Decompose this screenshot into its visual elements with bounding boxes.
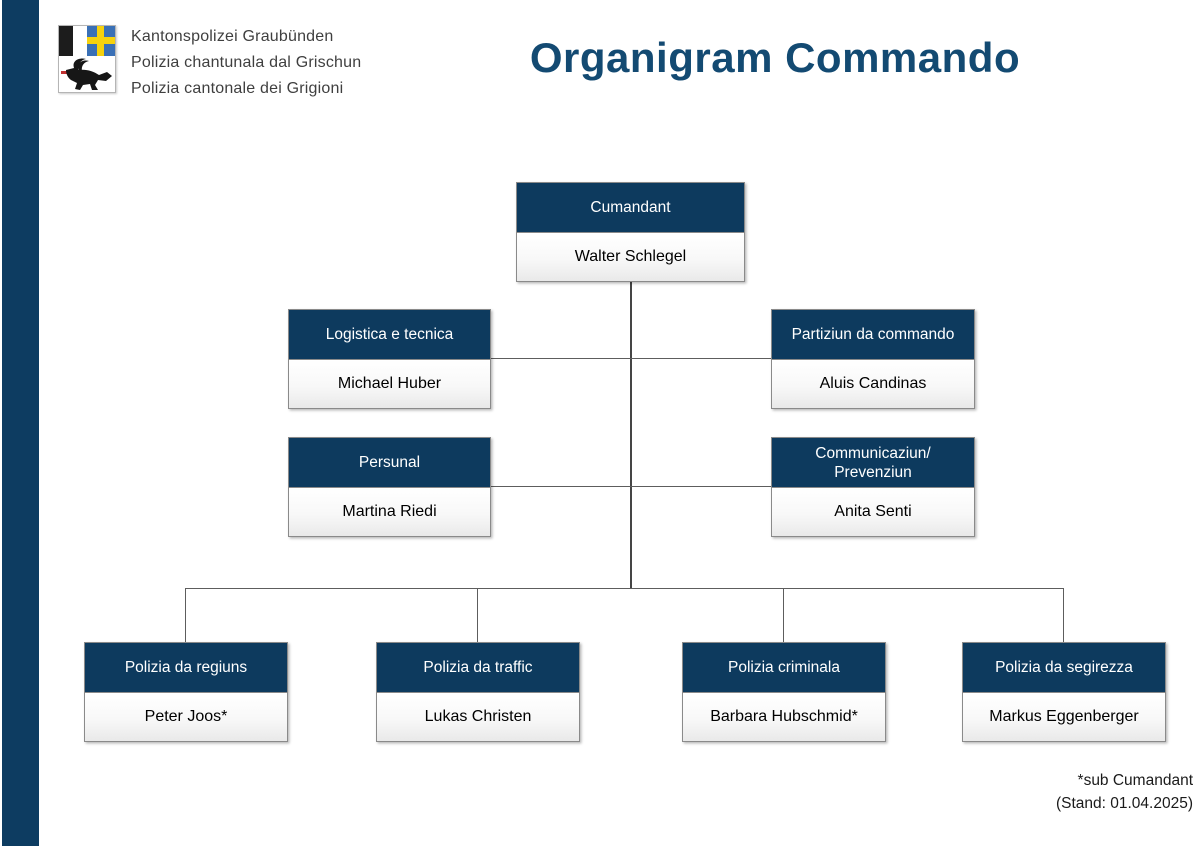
org-node-role: Polizia da traffic <box>377 643 579 693</box>
cross-horizontal-bar <box>87 37 115 44</box>
connector-bottom-horizontal <box>185 588 1064 589</box>
connector-drop-criminala <box>783 588 784 642</box>
org-node-person: Markus Eggenberger <box>963 693 1165 741</box>
org-node-role: Communicaziun/ Prevenziun <box>772 438 974 488</box>
flag-white-stripe <box>73 26 87 56</box>
org-node-person: Martina Riedi <box>289 488 490 536</box>
connector-drop-regiuns <box>185 588 186 642</box>
org-node-communicaziun-prevenziun: Communicaziun/ Prevenziun Anita Senti <box>771 437 975 537</box>
org-node-person: Lukas Christen <box>377 693 579 741</box>
ibex-field <box>59 56 115 92</box>
footnote-status-date: (Stand: 01.04.2025) <box>1055 795 1193 812</box>
org-node-logistica-e-tecnica: Logistica e tecnica Michael Huber <box>288 309 491 409</box>
org-node-person: Barbara Hubschmid* <box>683 693 885 741</box>
connector-level2-horizontal <box>491 358 771 359</box>
org-node-cumandant: Cumandant Walter Schlegel <box>516 182 745 282</box>
page-title: Organigram Commando <box>529 34 1021 81</box>
org-node-role: Polizia da segirezza <box>963 643 1165 693</box>
org-node-role: Cumandant <box>517 183 744 233</box>
ibex-icon <box>61 58 112 90</box>
org-node-partiziun-da-commando: Partiziun da commando Aluis Candinas <box>771 309 975 409</box>
org-node-person: Aluis Candinas <box>772 360 974 408</box>
org-node-person: Michael Huber <box>289 360 490 408</box>
connector-drop-segirezza <box>1063 588 1064 642</box>
org-node-person: Peter Joos* <box>85 693 287 741</box>
graubuenden-coat-of-arms-icon <box>58 25 116 93</box>
org-name-italian: Polizia cantonale dei Grigioni <box>131 80 344 97</box>
flag-black-stripe <box>59 26 73 56</box>
connector-drop-traffic <box>477 588 478 642</box>
org-name-romansh: Polizia chantunala dal Grischun <box>131 54 362 71</box>
org-name-german: Kantonspolizei Graubünden <box>131 28 334 45</box>
org-node-polizia-da-traffic: Polizia da traffic Lukas Christen <box>376 642 580 742</box>
org-node-role: Polizia da regiuns <box>85 643 287 693</box>
org-name-block: Kantonspolizei Graubünden Polizia chantu… <box>131 24 361 102</box>
org-node-person: Anita Senti <box>772 488 974 536</box>
footnote-sub-cumandant: *sub Cumandant <box>1077 772 1193 789</box>
org-node-role: Partiziun da commando <box>772 310 974 360</box>
org-node-role: Logistica e tecnica <box>289 310 490 360</box>
connector-trunk-vertical <box>630 282 632 589</box>
footnote: *sub Cumandant (Stand: 01.04.2025) <box>1056 769 1193 815</box>
left-accent-bar <box>2 0 39 846</box>
org-node-polizia-da-segirezza: Polizia da segirezza Markus Eggenberger <box>962 642 1166 742</box>
org-node-persunal: Persunal Martina Riedi <box>288 437 491 537</box>
org-node-role: Persunal <box>289 438 490 488</box>
connector-level3-horizontal <box>491 486 771 487</box>
flag-cross-field <box>87 26 115 56</box>
org-node-role: Polizia criminala <box>683 643 885 693</box>
org-node-polizia-da-regiuns: Polizia da regiuns Peter Joos* <box>84 642 288 742</box>
org-node-polizia-criminala: Polizia criminala Barbara Hubschmid* <box>682 642 886 742</box>
crest-flag-quarters <box>59 26 115 56</box>
org-node-person: Walter Schlegel <box>517 233 744 281</box>
